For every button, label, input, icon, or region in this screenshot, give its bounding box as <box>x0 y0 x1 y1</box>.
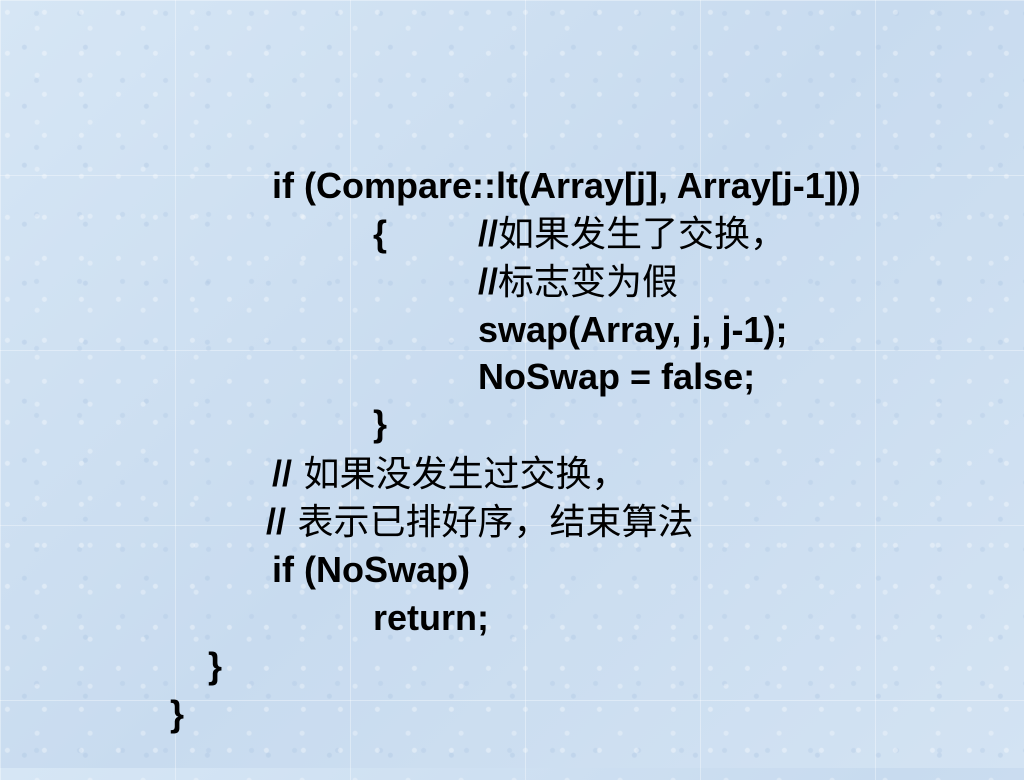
comment-marker: // <box>478 261 499 302</box>
code-text: { <box>373 213 388 254</box>
code-line-if-compare: if (Compare::lt(Array[j], Array[j-1])) <box>232 120 861 206</box>
code-text: if (NoSwap) <box>272 549 470 590</box>
code-line-noswap-false: NoSwap = false; <box>438 311 755 397</box>
comment-text: 如果发生了交换， <box>498 214 787 255</box>
code-line-if-noswap: if (NoSwap) <box>232 504 470 590</box>
code-line-close-brace-function: } <box>130 648 184 734</box>
code-text: } <box>373 403 388 444</box>
code-line-close-brace-loop: } <box>168 600 222 686</box>
comment-line-flag-false: //标志变为假 <box>438 216 678 303</box>
comment-line-sorted-end: // 表示已排好序，结束算法 <box>226 456 693 543</box>
comment-line-swap-happened: //如果发生了交换， <box>438 168 786 255</box>
code-line-return: return; <box>333 552 489 638</box>
comment-text: 标志变为假 <box>498 262 679 303</box>
code-text: swap(Array, j, j-1); <box>478 309 788 350</box>
code-line-open-brace: { <box>333 168 387 254</box>
code-line-swap-call: swap(Array, j, j-1); <box>438 264 787 350</box>
code-text: if (Compare::lt(Array[j], Array[j-1])) <box>272 165 861 206</box>
comment-line-no-swap: // 如果没发生过交换， <box>232 408 627 495</box>
comment-text: 如果没发生过交换， <box>292 454 628 495</box>
code-text: return; <box>373 597 490 638</box>
code-line-close-brace-inner: } <box>333 358 387 444</box>
comment-marker: // <box>272 453 293 494</box>
code-text: } <box>170 693 185 734</box>
comment-text: 表示已排好序，结束算法 <box>286 502 694 543</box>
comment-marker: // <box>478 213 499 254</box>
comment-marker: // <box>266 501 287 542</box>
code-text: NoSwap = false; <box>478 356 756 397</box>
code-text: } <box>208 645 223 686</box>
